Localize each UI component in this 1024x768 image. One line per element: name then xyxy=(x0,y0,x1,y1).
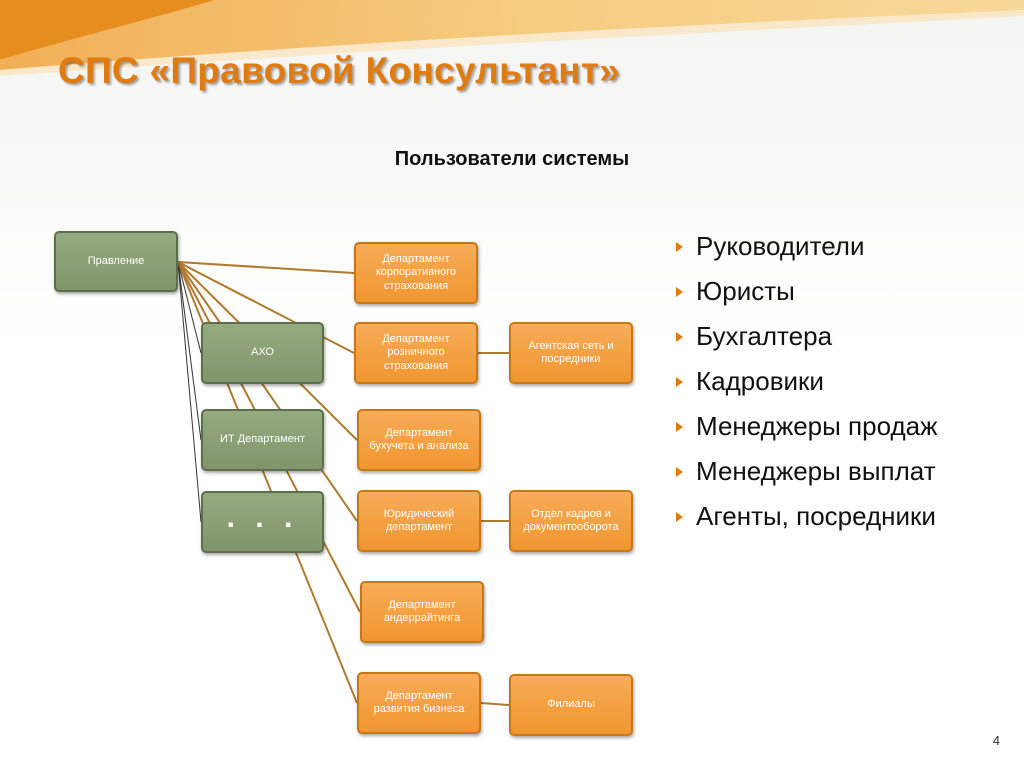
user-list-item: Бухгалтера xyxy=(672,318,1002,354)
org-node-underwriting: Департамент андеррайтинга xyxy=(360,581,484,643)
org-node-aho: АХО xyxy=(201,322,324,384)
org-node-corp: Департамент корпоративного страхования xyxy=(354,242,478,304)
connector-board-aho xyxy=(177,261,202,354)
connector-board-retail xyxy=(177,261,355,354)
user-list-item: Менеджеры продаж xyxy=(672,408,1002,444)
user-list-item: Кадровики xyxy=(672,363,1002,399)
org-node-more: . . . xyxy=(201,491,324,553)
connector-board-legal xyxy=(177,261,358,522)
org-node-accounting: Департамент бухучета и анализа xyxy=(357,409,481,471)
user-list-item: Юристы xyxy=(672,273,1002,309)
org-node-agents: Агентская сеть и посредники xyxy=(509,322,633,384)
org-node-board: Правление xyxy=(54,231,178,292)
org-node-branches: Филиалы xyxy=(509,674,633,736)
org-node-it: ИТ Департамент xyxy=(201,409,324,471)
connector-bizdev-branches xyxy=(480,702,510,706)
header-swoosh xyxy=(0,0,1024,76)
user-list-item: Агенты, посредники xyxy=(672,498,1002,534)
connector-board-corp xyxy=(177,261,355,274)
user-list-item: Руководители xyxy=(672,228,1002,264)
org-node-hr: Отдел кадров и документооборота xyxy=(509,490,633,552)
page-number: 4 xyxy=(992,733,1000,748)
slide-subtitle: Пользователи системы xyxy=(394,148,630,170)
user-list-item: Менеджеры выплат xyxy=(672,453,1002,489)
slide-title: СПС «Правовой Консультант» xyxy=(58,50,621,91)
connector-board-more xyxy=(177,261,202,523)
connector-board-it xyxy=(177,261,202,441)
org-node-retail: Департамент розничного страхования xyxy=(354,322,478,384)
org-node-legal: Юридический департамент xyxy=(357,490,481,552)
org-node-bizdev: Департамент развития бизнеса xyxy=(357,672,481,734)
